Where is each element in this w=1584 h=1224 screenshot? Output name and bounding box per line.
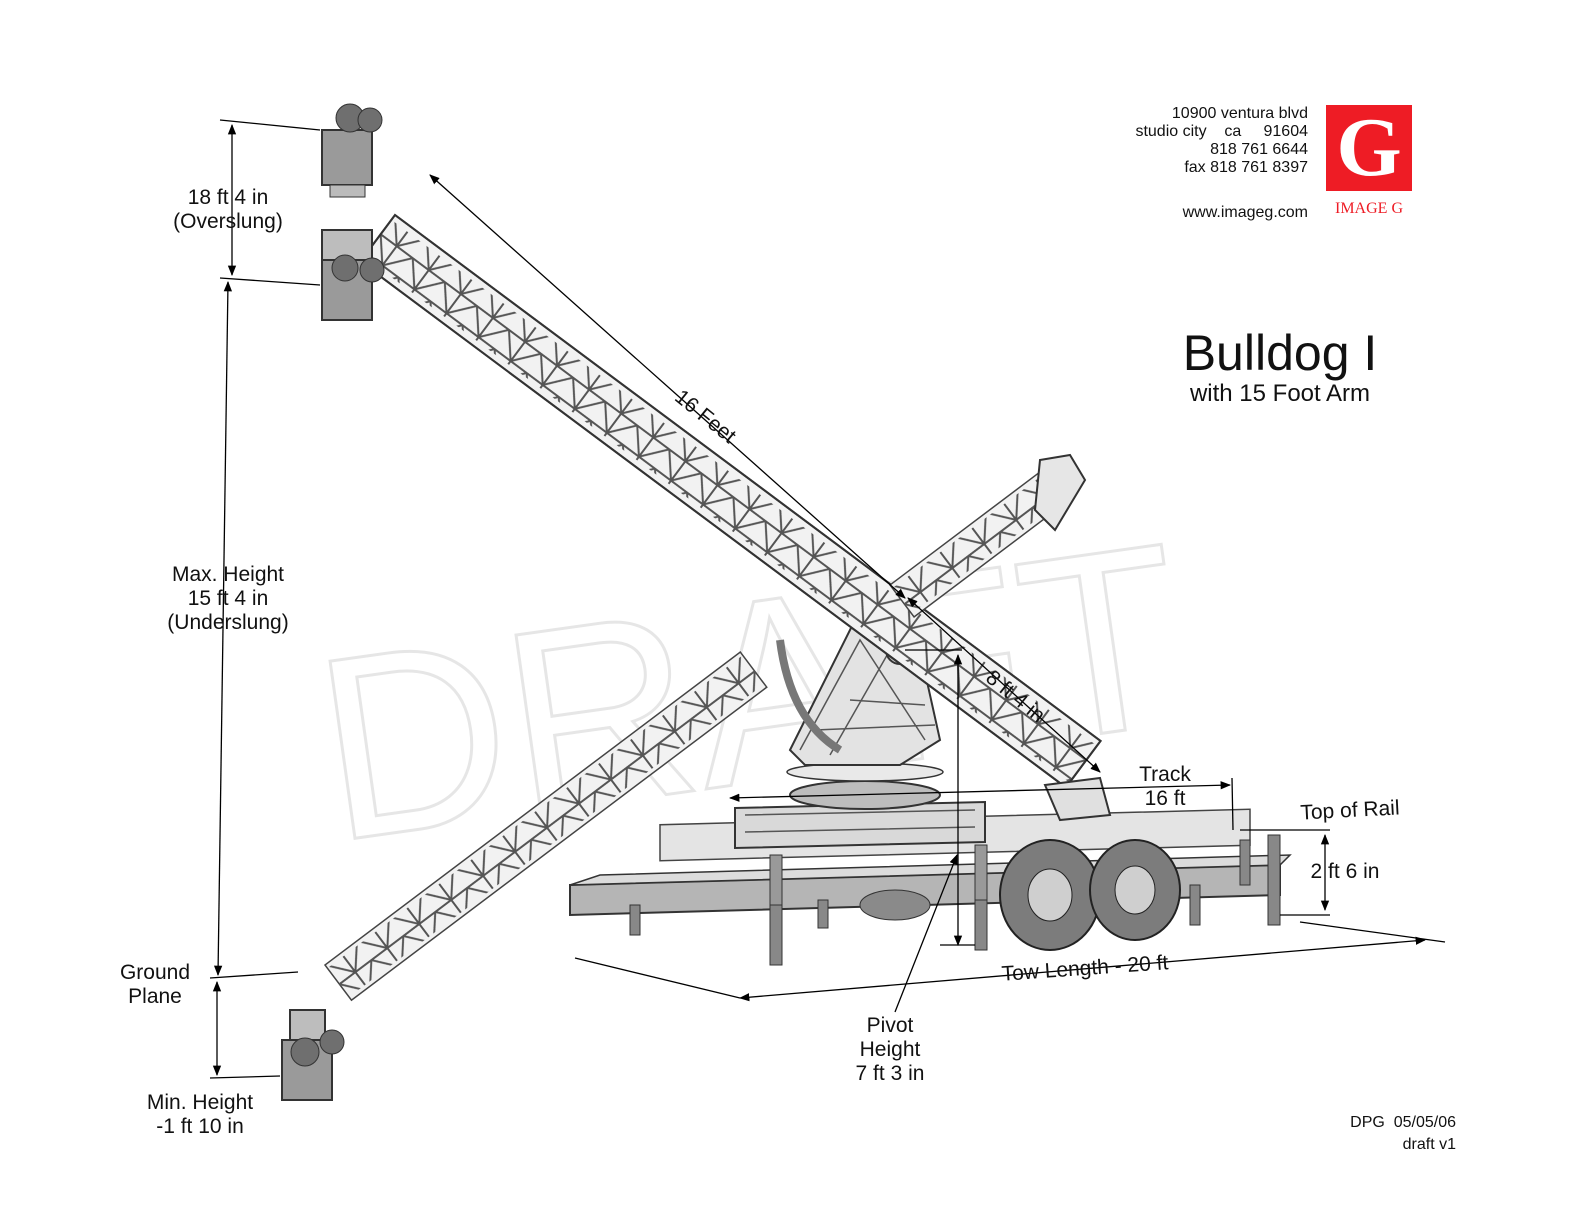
title-block: Bulldog I with 15 Foot Arm bbox=[1170, 326, 1390, 408]
trailer bbox=[569, 808, 1292, 966]
label-rail-height: 2 ft 6 in bbox=[1310, 860, 1380, 883]
camera-head-lower bbox=[281, 1009, 345, 1101]
label-ground-plane: Ground Plane bbox=[119, 961, 191, 1008]
logo-image-g: G bbox=[1326, 105, 1412, 191]
arm-ghost-low bbox=[323, 651, 768, 1002]
label-track: Track 16 ft bbox=[1139, 763, 1191, 810]
label-pivot-height: Pivot Height 7 ft 3 in bbox=[855, 1014, 925, 1085]
counterweight-bucket-high bbox=[1033, 453, 1087, 532]
page-title: Bulldog I bbox=[1182, 325, 1378, 381]
label-overslung: 18 ft 4 in (Overslung) bbox=[173, 186, 283, 233]
camera-head-overslung bbox=[321, 103, 383, 198]
dimension-lines bbox=[209, 119, 1446, 1079]
label-min-height: Min. Height -1 ft 10 in bbox=[146, 1091, 254, 1138]
label-max-height: Max. Height 15 ft 4 in (Underslung) bbox=[167, 563, 289, 634]
website-link[interactable]: www.imageg.com bbox=[1182, 204, 1308, 221]
author-date: DPG 05/05/06 bbox=[1350, 1114, 1456, 1131]
camera-head-upper bbox=[321, 229, 385, 321]
logo-caption: IMAGE G bbox=[1335, 200, 1403, 217]
company-address: 10900 ventura blvd studio city ca 91604 … bbox=[1135, 105, 1308, 177]
address-line2: studio city ca 91604 bbox=[1135, 123, 1308, 140]
footer-note: DPG 05/05/06 draft v1 bbox=[1350, 1112, 1456, 1156]
phone-number: 818 761 6644 bbox=[1210, 141, 1308, 158]
page-subtitle: with 15 Foot Arm bbox=[1189, 380, 1371, 407]
fax-number: fax 818 761 8397 bbox=[1184, 159, 1308, 176]
address-line1: 10900 ventura blvd bbox=[1171, 105, 1308, 122]
revision-label: draft v1 bbox=[1402, 1136, 1456, 1153]
